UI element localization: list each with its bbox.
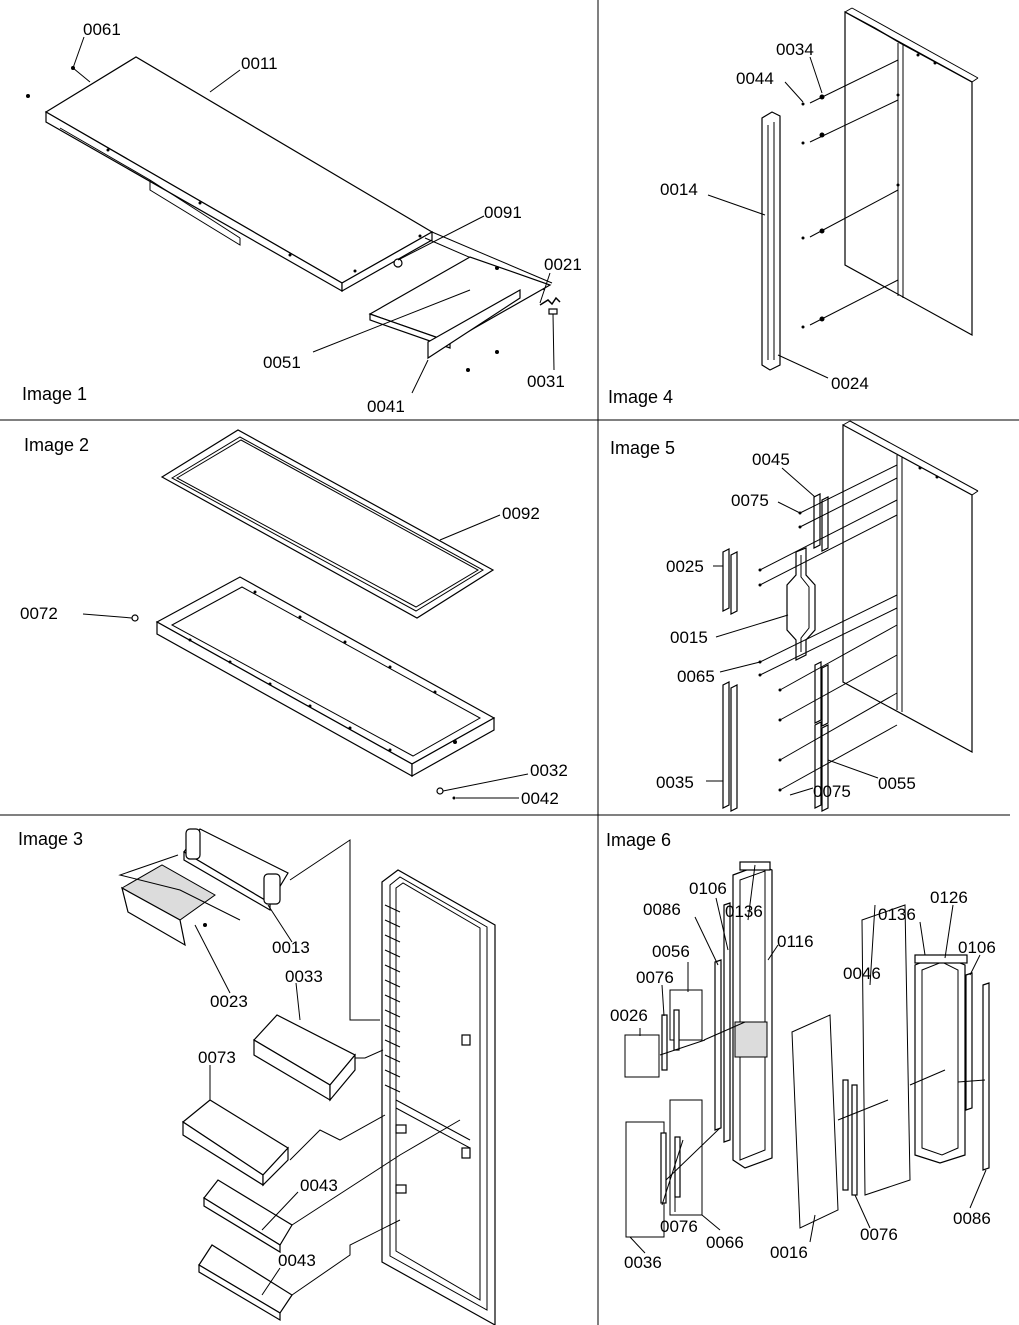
leader-lines-2 [82,514,529,799]
door-panel-5 [842,420,979,754]
part-label: 0014 [660,180,698,199]
part-label: 0023 [210,992,248,1011]
part-label: 0035 [656,773,694,792]
panel-image-6: 0106 0136 0116 0086 0056 0076 0026 0136 … [606,830,996,1272]
part-label: 0043 [278,1251,316,1270]
part-label: 0043 [300,1176,338,1195]
trim-strips-5 [722,493,829,812]
door-panel-4 [844,7,979,337]
part-label: 0044 [736,69,774,88]
part-label: 0072 [20,604,58,623]
leader-lines-3 [194,904,301,1296]
part-label: 0036 [624,1253,662,1272]
part-label: 0051 [263,353,301,372]
part-label: 0033 [285,967,323,986]
part-labels-6: 0106 0136 0116 0086 0056 0076 0026 0136 … [610,879,996,1272]
part-label: 0126 [930,888,968,907]
bin-0073 [181,1099,289,1187]
panel-image-5: 0045 0075 0025 0015 0065 0035 0075 0055 … [610,420,979,812]
part-label: 0031 [527,372,565,391]
panel-caption: Image 4 [608,387,673,407]
door-3 [381,869,496,1325]
glass-shelf-2 [160,429,495,619]
cover-0023 [120,864,216,947]
part-label: 0091 [484,203,522,222]
part-label: 0013 [272,938,310,957]
center-sheets-6 [791,904,911,1229]
part-label: 0041 [367,397,405,416]
part-label: 0016 [770,1243,808,1262]
door-rungs [384,904,401,1093]
handle-0014 [761,111,781,371]
part-label: 0075 [731,491,769,510]
part-label: 0086 [953,1209,991,1228]
bin-0013 [183,828,289,912]
left-door-liner-6 [732,861,773,1169]
part-label: 0075 [813,782,851,801]
part-label: 0011 [241,54,278,73]
leader-lines-5 [706,467,879,796]
part-labels-2: 0092 0072 0032 0042 [20,504,568,808]
panel-caption: Image 6 [606,830,671,850]
part-label: 0086 [643,900,681,919]
shelf-frame-2 [155,576,496,778]
part-label: 0056 [652,942,690,961]
part-label: 0032 [530,761,568,780]
panel-caption: Image 3 [18,829,83,849]
part-label: 0116 [777,932,814,951]
bin-0033 [253,1014,356,1102]
panel-caption: Image 2 [24,435,89,455]
part-label: 0136 [878,905,916,924]
panel-image-1: 0061 0011 0091 0021 0051 0031 0041 Image… [22,20,582,416]
bin-0043-upper [203,1179,293,1254]
panel-image-3: 0013 0023 0033 0073 0043 0043 Image 3 [18,828,496,1325]
part-labels-5: 0045 0075 0025 0015 0065 0035 0075 0055 [656,450,916,801]
panel-image-4: 0034 0044 0014 0024 Image 4 [608,7,979,407]
part-label: 0076 [636,968,674,987]
fastener-lines-5 [758,464,898,792]
part-label: 0042 [521,789,559,808]
leader-lines-4 [707,56,829,379]
panel-image-2: 0092 0072 0032 0042 Image 2 [20,429,568,808]
part-label: 0106 [958,938,996,957]
part-label: 0066 [706,1233,744,1252]
part-label: 0026 [610,1006,648,1025]
part-label: 0055 [878,774,916,793]
part-label: 0046 [843,964,881,983]
handle-0015 [786,547,816,661]
part-labels-4: 0034 0044 0014 0024 [660,40,869,393]
left-sheets-6 [624,989,703,1238]
part-label: 0025 [666,557,704,576]
part-label: 0045 [752,450,790,469]
panel-caption: Image 1 [22,384,87,404]
shelf-assembly-1 [26,56,561,372]
fastener-lines-4 [801,59,899,329]
part-label: 0136 [725,902,763,921]
leader-lines-6 [629,864,987,1254]
part-label: 0021 [544,255,582,274]
bin-0043-lower [198,1244,293,1322]
part-label: 0076 [660,1217,698,1236]
part-label: 0024 [831,374,869,393]
part-label: 0106 [689,879,727,898]
part-label: 0065 [677,667,715,686]
leader-lines-1 [72,36,555,394]
right-door-liner-6 [914,954,968,1164]
part-label: 0061 [83,20,121,39]
part-label: 0034 [776,40,814,59]
part-labels-1: 0061 0011 0091 0021 0051 0031 0041 [83,20,582,416]
part-label: 0073 [198,1048,236,1067]
part-label: 0076 [860,1225,898,1244]
left-gasket-strips-6 [714,902,731,1143]
part-label: 0015 [670,628,708,647]
right-gasket-strips-6 [965,972,990,1171]
part-labels-3: 0013 0023 0033 0073 0043 0043 [198,938,338,1270]
mounting-lines-3 [118,839,461,1296]
panel-caption: Image 5 [610,438,675,458]
part-label: 0092 [502,504,540,523]
